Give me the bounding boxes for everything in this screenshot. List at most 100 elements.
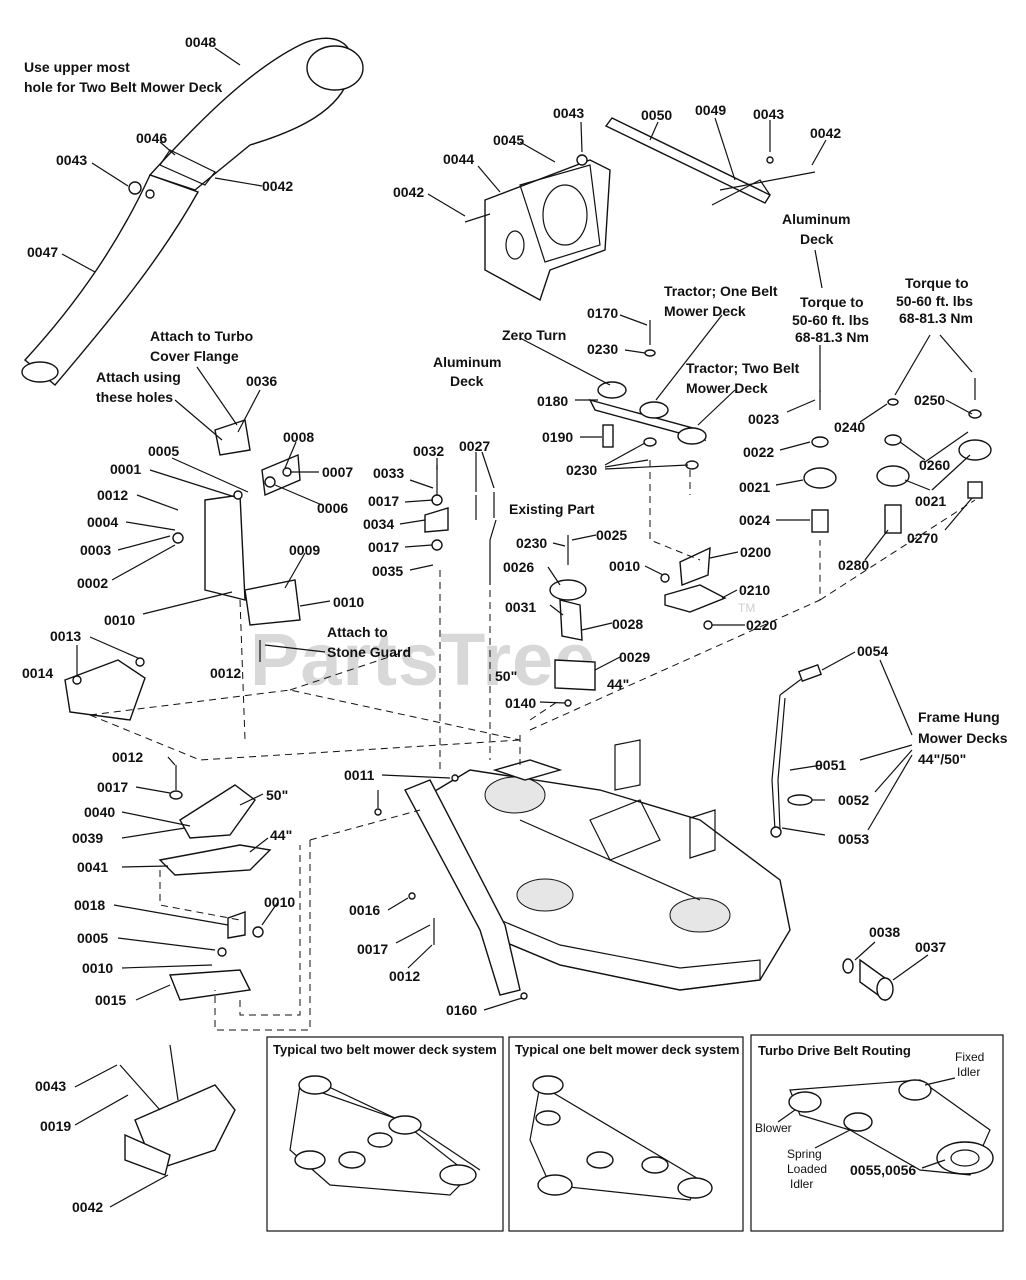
inset-turbo-routing: Turbo Drive Belt Routing Fixed Idler Blo… [750, 1034, 1004, 1232]
part-label-0040: 0040 [84, 804, 115, 820]
watermark-tm: TM [738, 601, 755, 615]
part-label-0013: 0013 [50, 628, 81, 644]
inset-one-belt-title: Typical one belt mower deck system [515, 1042, 739, 1057]
mower-deck [374, 739, 791, 1000]
hardware-stack-left [424, 465, 495, 551]
note-torque-b-3: 68-81.3 Nm [899, 310, 973, 326]
turbo-fixed-label-2: Idler [957, 1065, 980, 1079]
part-label-0005: 0005 [77, 930, 108, 946]
note-torque-b-1: Torque to [905, 275, 969, 291]
note-size-50-a: 50" [495, 668, 517, 684]
inset-turbo-title: Turbo Drive Belt Routing [758, 1043, 911, 1058]
part-label-0034: 0034 [363, 516, 394, 532]
part-label-0051: 0051 [815, 757, 846, 773]
part-label-0044: 0044 [443, 151, 474, 167]
part-label-0001: 0001 [110, 461, 141, 477]
note-alum-deck-b-1: Aluminum [782, 211, 850, 227]
part-label-0047: 0047 [27, 244, 58, 260]
note-attach-stone-1: Attach to [327, 624, 388, 640]
turbo-fixed-label-1: Fixed [955, 1050, 984, 1064]
leader-lines [61, 47, 973, 1208]
note-size-44-b: 44" [270, 827, 292, 843]
part-label-0046: 0046 [136, 130, 167, 146]
part-label-0024: 0024 [739, 512, 770, 528]
note-existing-part: Existing Part [509, 501, 595, 517]
part-label-0220: 0220 [746, 617, 777, 633]
turbo-blower-label: Blower [755, 1121, 792, 1135]
part-label-0160: 0160 [446, 1002, 477, 1018]
adjustment-rod [604, 117, 816, 206]
part-label-0029: 0029 [619, 649, 650, 665]
part-label-0230: 0230 [516, 535, 547, 551]
turbo-spring-label-3: Idler [790, 1177, 813, 1191]
part-label-0052: 0052 [838, 792, 869, 808]
part-label-0043: 0043 [753, 106, 784, 122]
part-label-0230: 0230 [587, 341, 618, 357]
part-label-0006: 0006 [317, 500, 348, 516]
watermark-text: PartsTree [250, 618, 596, 701]
part-label-0042: 0042 [72, 1199, 103, 1215]
frame-hung-link [770, 663, 823, 838]
dashed-routing [89, 460, 976, 1031]
note-alum-deck-a-2: Deck [450, 373, 484, 389]
part-label-0022: 0022 [743, 444, 774, 460]
assembly-notes: Use upper most hole for Two Belt Mower D… [24, 59, 1008, 843]
note-frame-hung-2: Mower Decks [918, 730, 1008, 746]
part-label-0012: 0012 [210, 665, 241, 681]
part-label-0180: 0180 [537, 393, 568, 409]
note-tractor-one-1: Tractor; One Belt [664, 283, 778, 299]
part-label-0048: 0048 [185, 34, 216, 50]
part-label-0032: 0032 [413, 443, 444, 459]
note-alum-deck-a-1: Aluminum [433, 354, 501, 370]
part-label-0270: 0270 [907, 530, 938, 546]
note-attach-turbo-2: Cover Flange [150, 348, 239, 364]
inset-one-belt: Typical one belt mower deck system [508, 1036, 744, 1232]
part-label-0039: 0039 [72, 830, 103, 846]
part-label-0002: 0002 [77, 575, 108, 591]
note-torque-b-2: 50-60 ft. lbs [896, 293, 973, 309]
stone-guard-parts [158, 765, 272, 1001]
part-label-0033: 0033 [373, 465, 404, 481]
note-alum-deck-b-2: Deck [800, 231, 834, 247]
part-label-0049: 0049 [695, 102, 726, 118]
part-label-0041: 0041 [77, 859, 108, 875]
part-label-0042: 0042 [393, 184, 424, 200]
part-label-0260: 0260 [919, 457, 950, 473]
note-torque-a-2: 50-60 ft. lbs [792, 312, 869, 328]
note-tractor-two-1: Tractor; Two Belt [686, 360, 800, 376]
part-label-0038: 0038 [869, 924, 900, 940]
note-frame-hung-3: 44"/50" [918, 751, 966, 767]
center-idler-arm [489, 535, 596, 707]
part-number-labels: 0048 0043 0046 0042 0047 0043 0045 0044 … [22, 34, 950, 1215]
aluminum-deck-pulleys [803, 378, 992, 534]
part-label-0017: 0017 [368, 493, 399, 509]
part-label-0010: 0010 [104, 612, 135, 628]
part-label-0018: 0018 [74, 897, 105, 913]
inset-two-belt-title: Typical two belt mower deck system [273, 1042, 497, 1057]
part-label-0050: 0050 [641, 107, 672, 123]
part-label-0014: 0014 [22, 665, 53, 681]
part-label-0053: 0053 [838, 831, 869, 847]
turbo-pulley-label: 0055,0056 [850, 1162, 916, 1178]
part-label-0045: 0045 [493, 132, 524, 148]
note-tractor-one-2: Mower Deck [664, 303, 746, 319]
part-label-0012: 0012 [389, 968, 420, 984]
part-label-0003: 0003 [80, 542, 111, 558]
part-label-0004: 0004 [87, 514, 118, 530]
note-attach-holes-1: Attach using [96, 369, 181, 385]
part-label-0036: 0036 [246, 373, 277, 389]
turbo-spring-label-2: Loaded [787, 1162, 827, 1176]
part-label-0011: 0011 [344, 767, 375, 783]
part-label-0054: 0054 [857, 643, 888, 659]
part-label-0007: 0007 [322, 464, 353, 480]
part-label-0170: 0170 [587, 305, 618, 321]
inset-two-belt: Typical two belt mower deck system [266, 1036, 504, 1232]
part-label-0010: 0010 [82, 960, 113, 976]
part-label-0019: 0019 [40, 1118, 71, 1134]
part-label-0190: 0190 [542, 429, 573, 445]
idler-pulley-set [588, 320, 707, 470]
part-label-0012: 0012 [97, 487, 128, 503]
note-frame-hung-1: Frame Hung [918, 709, 1000, 725]
part-label-0037: 0037 [915, 939, 946, 955]
